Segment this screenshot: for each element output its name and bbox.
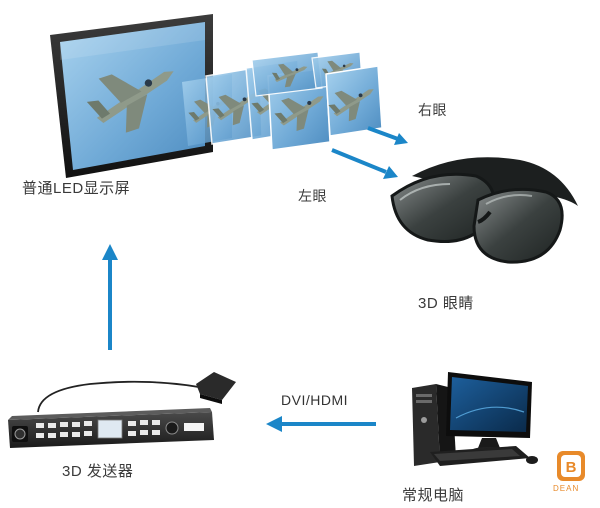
desktop-pc-icon <box>412 372 538 466</box>
3d-sender-label: 3D 发送器 <box>62 463 134 480</box>
pc-label: 常规电脑 <box>402 487 465 504</box>
dean-logo-text: DEAN <box>553 484 580 493</box>
3d-glasses-label: 3D 眼睛 <box>418 295 474 312</box>
up-arrow <box>102 244 118 350</box>
pc-monitor-screen <box>450 377 528 432</box>
led-display <box>50 14 213 178</box>
3d-glasses-icon <box>390 157 578 264</box>
right-eye-arrow <box>367 126 408 145</box>
left-eye-label: 左眼 <box>298 188 327 204</box>
dvi-hdmi-label: DVI/HDMI <box>281 392 348 408</box>
sender-button-grid <box>36 421 92 438</box>
dean-logo: B <box>557 451 585 481</box>
left-eye-arrow <box>331 148 398 179</box>
right-eye-label: 右眼 <box>418 102 447 118</box>
ir-emitter-icon <box>196 372 236 404</box>
dvi-hdmi-arrow <box>266 416 376 432</box>
stereo-frame <box>325 65 383 137</box>
led-display-label: 普通LED显示屏 <box>22 180 131 197</box>
stereo-frame <box>251 51 323 97</box>
svg-text:B: B <box>566 459 577 476</box>
sender-lcd <box>97 419 123 439</box>
3d-sender-device <box>8 372 236 448</box>
stereo-frames <box>182 51 383 151</box>
sender-knob <box>165 421 179 435</box>
